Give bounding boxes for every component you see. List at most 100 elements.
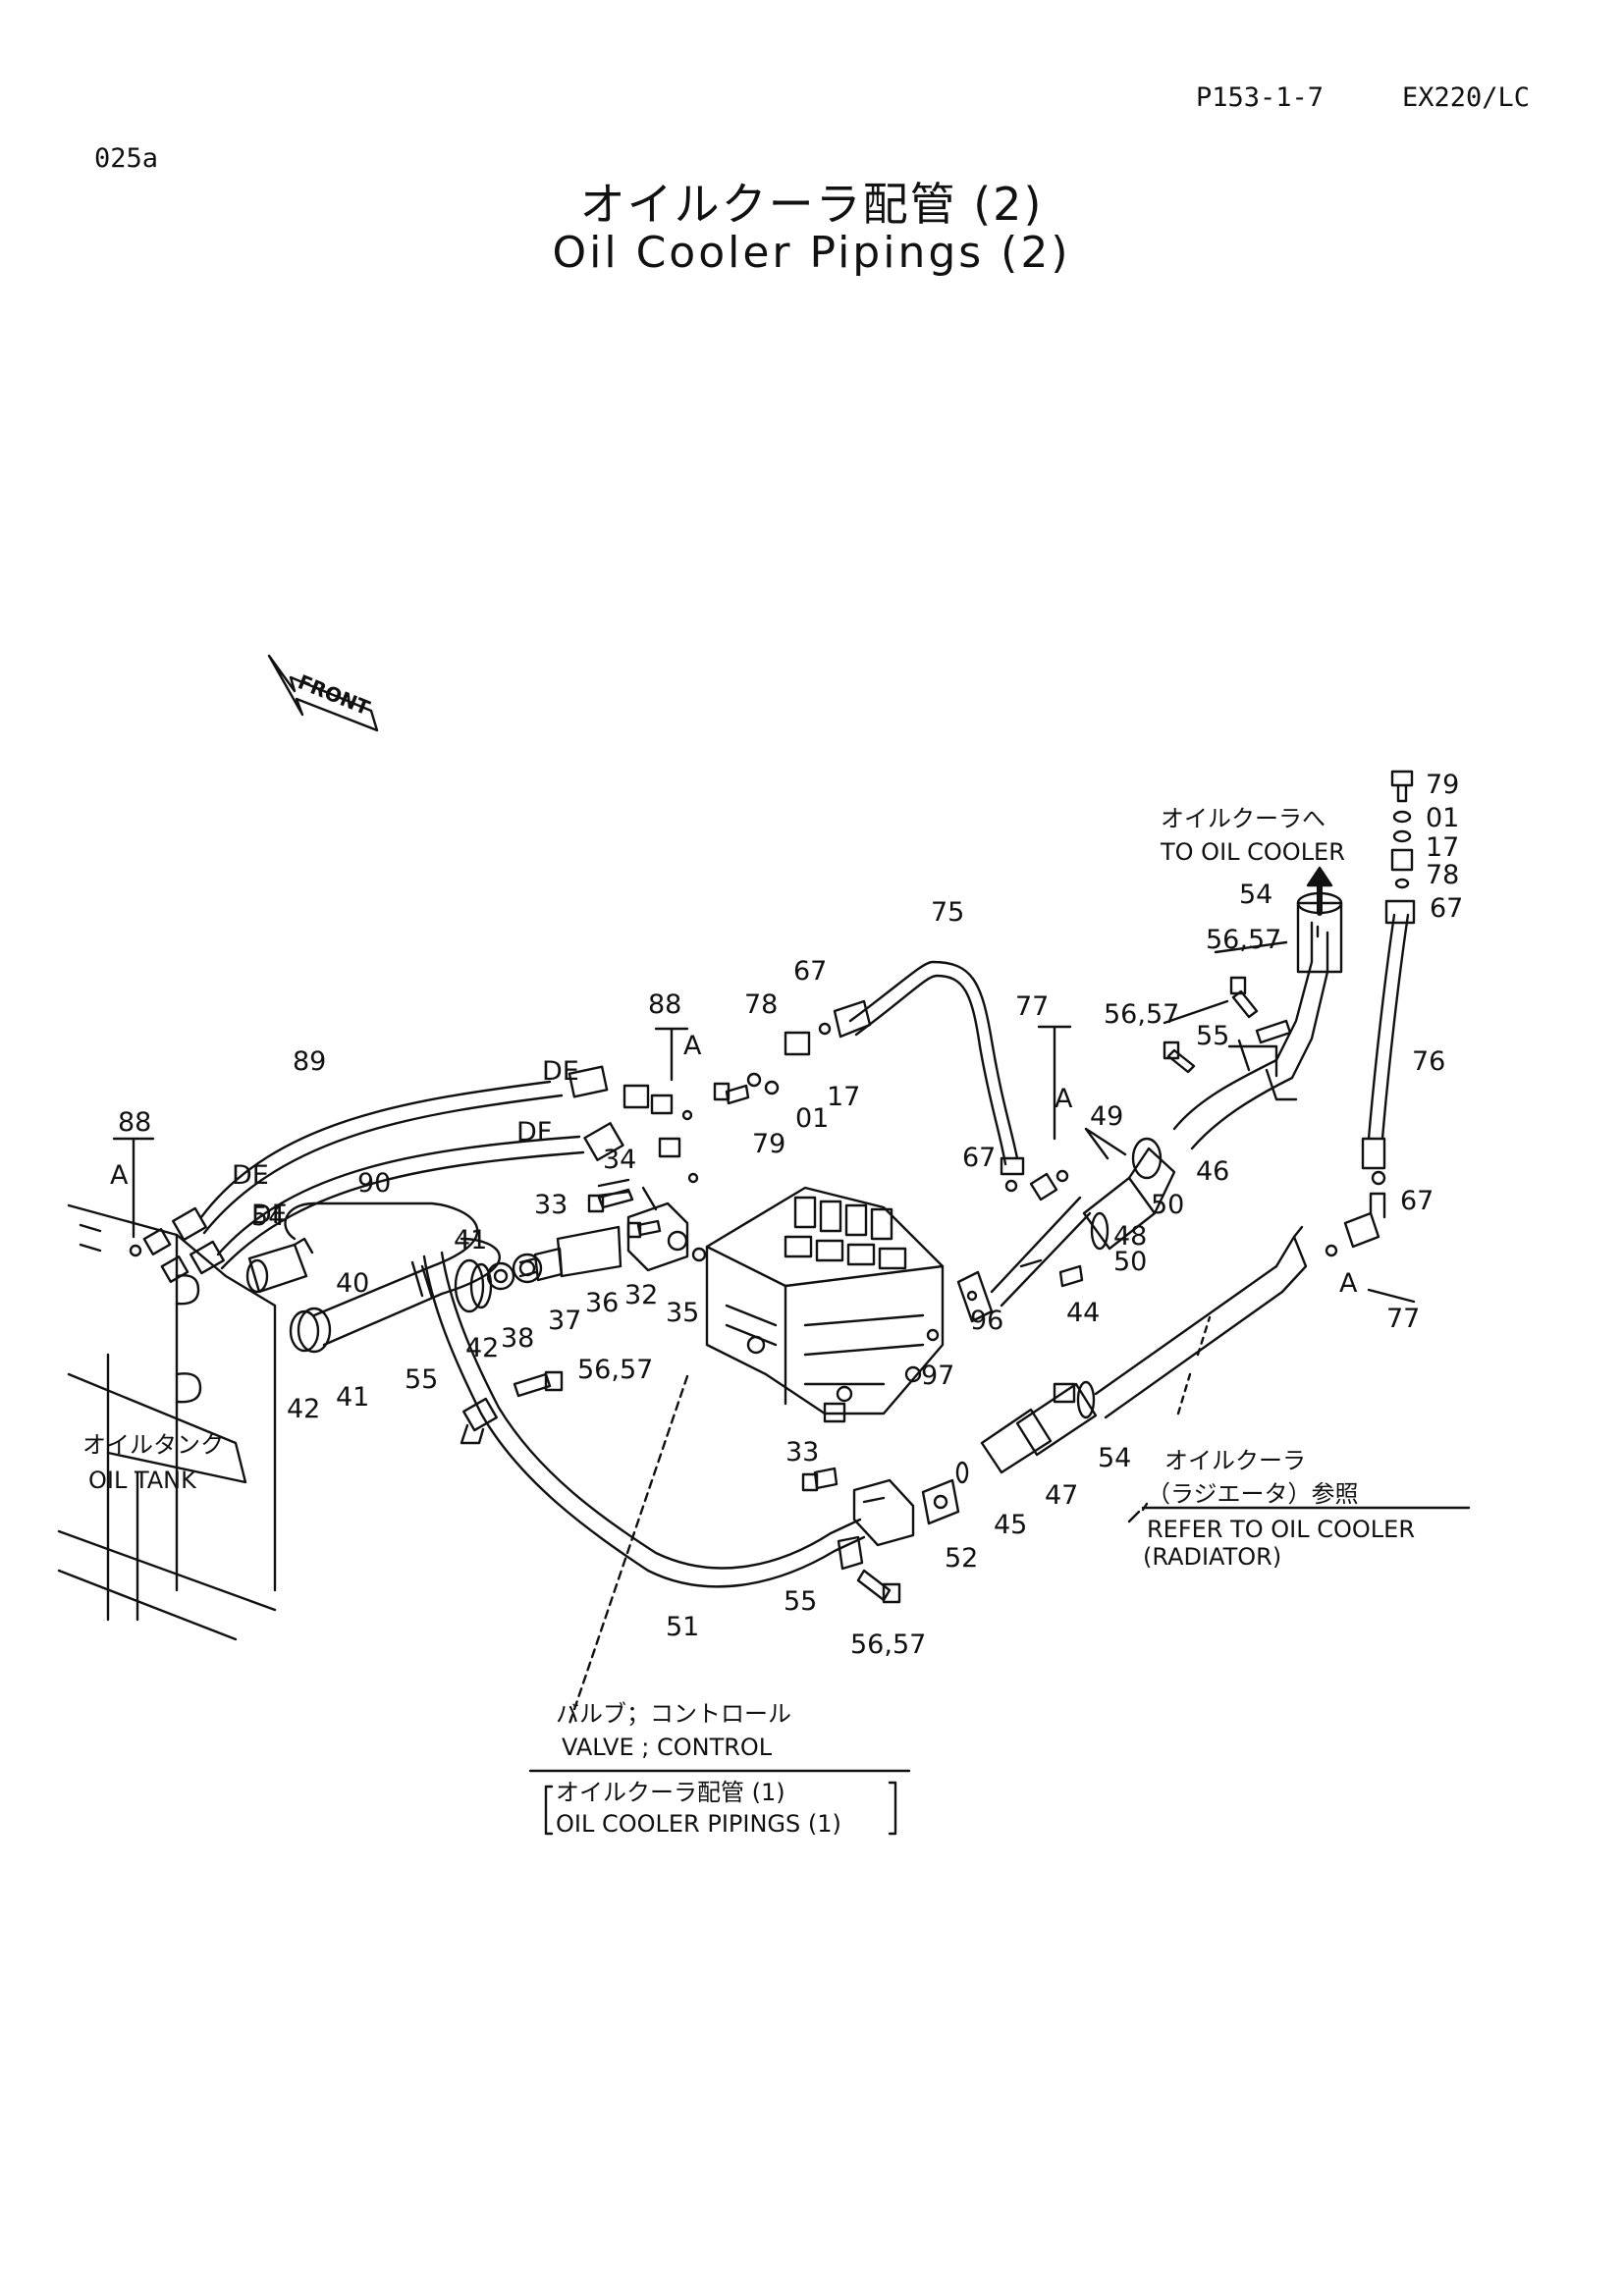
part-label-50: 50	[1113, 1247, 1147, 1277]
pipings-1-brackets	[544, 1781, 897, 1836]
part-label-47: 47	[1045, 1480, 1078, 1511]
fitting-78-79-center	[713, 1022, 832, 1105]
pipe-40	[284, 1201, 501, 1354]
part-label-33: 33	[534, 1190, 568, 1220]
page-code: P153-1-7	[1196, 82, 1325, 113]
hose-90	[216, 1135, 585, 1270]
hose-76	[1361, 899, 1416, 1186]
part-label-51: 51	[666, 1612, 699, 1642]
part-label-45: 45	[994, 1510, 1027, 1540]
valve-control-ja: バルブ；コントロール	[556, 1700, 791, 1728]
bolt-56-57-mid	[513, 1370, 564, 1398]
clamp-54-left	[245, 1237, 314, 1294]
part-label-42: 42	[465, 1333, 499, 1363]
part-label-40: 40	[336, 1268, 369, 1299]
pipings-1-ja: オイルクーラ配管 (1)	[556, 1779, 785, 1806]
part-label-78: 78	[1426, 860, 1459, 890]
part-label-89: 89	[293, 1046, 326, 1077]
part-label-38: 38	[501, 1323, 534, 1354]
part-label-DE: DE	[542, 1056, 579, 1087]
part-label-75: 75	[931, 897, 964, 928]
part-label-55: 55	[784, 1586, 817, 1617]
part-label-52: 52	[945, 1543, 978, 1574]
part-label-97: 97	[921, 1361, 954, 1391]
part-label-A: A	[110, 1160, 129, 1191]
pipings-1-en: OIL COOLER PIPINGS (1)	[556, 1810, 841, 1838]
model-code: EX220/LC	[1402, 82, 1531, 113]
part-label-44: 44	[1066, 1298, 1100, 1328]
part-label-01: 01	[795, 1103, 829, 1134]
pipe-47-54	[980, 1225, 1308, 1474]
part-label-A: A	[683, 1031, 702, 1061]
part-label-35: 35	[666, 1298, 699, 1328]
bolt-33-34	[587, 1188, 662, 1239]
refer-radiator-en-2: (RADIATOR)	[1143, 1543, 1281, 1571]
hose-89	[199, 1080, 564, 1235]
part-label-36: 36	[585, 1288, 619, 1318]
part-label-49: 49	[1090, 1101, 1123, 1132]
front-arrow-icon	[267, 654, 379, 732]
part-label-54: 54	[1239, 880, 1272, 910]
part-label-77: 77	[1015, 991, 1049, 1022]
up-arrow-icon	[1306, 866, 1333, 916]
part-label-A: A	[1055, 1084, 1073, 1114]
adapter-32-38	[486, 1178, 707, 1291]
control-valve-block	[705, 1186, 945, 1423]
fitting-88-left	[129, 1206, 225, 1283]
part-label-56-57: 56,57	[1104, 999, 1179, 1030]
part-label-01: 01	[1426, 803, 1459, 833]
part-label-DF: DF	[251, 1200, 287, 1230]
part-label-56-57: 56,57	[850, 1629, 926, 1660]
leader-lines	[112, 925, 1416, 1304]
part-label-DF: DF	[516, 1117, 552, 1148]
page-title-english: Oil Cooler Pipings (2)	[552, 228, 1071, 278]
valve-control-en: VALVE ; CONTROL	[562, 1734, 773, 1761]
part-label-41: 41	[454, 1225, 487, 1255]
part-label-41: 41	[336, 1382, 369, 1413]
hose-75	[833, 960, 1025, 1176]
part-label-77: 77	[1386, 1304, 1420, 1334]
page-title-japanese: オイルクーラ配管 (2)	[579, 178, 1044, 231]
part-label-33: 33	[785, 1437, 819, 1468]
refer-radiator-ja-1: オイルクーラ	[1164, 1447, 1306, 1474]
part-label-76: 76	[1412, 1046, 1445, 1077]
section-code: 025a	[94, 143, 159, 174]
part-label-17: 17	[827, 1082, 860, 1112]
part-label-37: 37	[548, 1306, 581, 1336]
part-label-55: 55	[405, 1364, 438, 1395]
part-label-67: 67	[962, 1143, 996, 1173]
valve-leader	[528, 1374, 1471, 1773]
part-label-88: 88	[118, 1107, 151, 1138]
bolt-56-57-bottom	[856, 1569, 901, 1604]
part-label-78: 78	[744, 989, 778, 1020]
part-label-54: 54	[1098, 1443, 1131, 1473]
part-label-32: 32	[624, 1280, 658, 1310]
pipe-51	[422, 1251, 866, 1588]
part-label-96: 96	[970, 1306, 1003, 1336]
part-label-46: 46	[1196, 1156, 1229, 1187]
part-label-42: 42	[287, 1394, 320, 1424]
oil-tank-outline	[57, 1203, 277, 1641]
part-label-88: 88	[648, 989, 681, 1020]
bolt-56-57-upper	[1163, 976, 1259, 1074]
oil-tank-en: OIL TANK	[88, 1467, 197, 1494]
part-label-DE: DE	[232, 1160, 269, 1191]
refer-radiator-en-1: REFER TO OIL COOLER	[1147, 1516, 1415, 1543]
fitting-stack-top-right	[1390, 770, 1414, 889]
to-oil-cooler-ja: オイルクーラへ	[1161, 805, 1325, 832]
part-label-A: A	[1339, 1268, 1358, 1299]
part-label-34: 34	[603, 1145, 636, 1175]
flange-96	[926, 1196, 1092, 1342]
fitting-88-right	[568, 1065, 699, 1184]
to-oil-cooler-en: TO OIL COOLER	[1160, 838, 1345, 866]
part-label-90: 90	[357, 1168, 391, 1199]
flange-52	[801, 1461, 969, 1571]
part-label-67: 67	[1430, 893, 1463, 924]
part-label-56-57: 56,57	[577, 1355, 653, 1385]
part-label-54: 54	[251, 1201, 285, 1232]
oil-tank-ja: オイルタンク	[82, 1431, 224, 1459]
part-label-79: 79	[752, 1129, 785, 1159]
fitting-77-right	[1325, 1192, 1386, 1257]
part-label-67: 67	[793, 956, 827, 987]
